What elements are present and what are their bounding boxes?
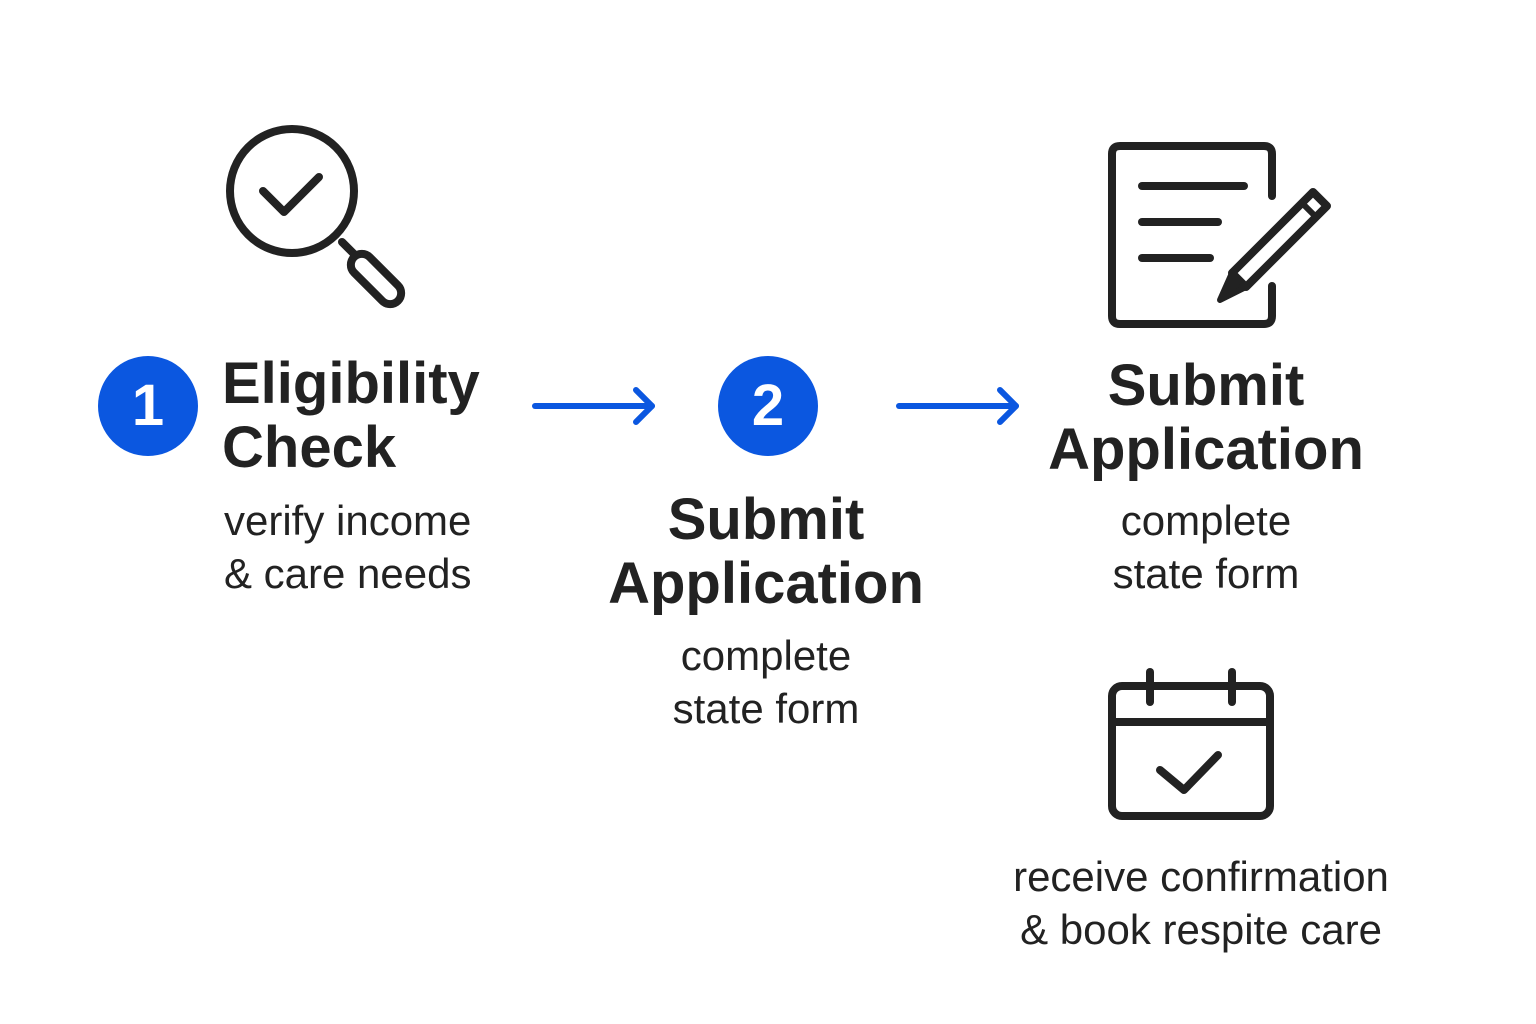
description-line: verify income [224,497,472,544]
title-line: Check [222,415,397,480]
title-line: Submit [1107,353,1305,418]
magnifier-check-icon [218,124,418,324]
step-description: verify income & care needs [224,494,472,600]
calendar-check-icon [1100,660,1290,830]
document-pencil-icon [1100,136,1340,336]
description-line: complete [680,632,852,679]
step-title: Eligibility Check [222,352,480,480]
title-line: Submit [667,487,865,552]
description-line: state form [1112,550,1300,597]
description-line: & care needs [224,550,472,597]
description-line: complete [1120,497,1292,544]
step-title: Submit Application [564,488,968,616]
description-line: & book respite care [1020,906,1382,953]
step-description: complete state form [1006,494,1406,600]
title-line: Application [608,551,924,616]
step-description: complete state form [566,629,966,735]
step-number-badge: 2 [718,356,818,456]
description-line: state form [672,685,860,732]
title-line: Eligibility [222,351,480,416]
arrow-right-icon [528,384,662,428]
step-number-badge: 1 [98,356,198,456]
step-description: receive confirmation & book respite care [946,850,1456,956]
description-line: receive confirmation [1013,853,1389,900]
title-line: Application [1048,417,1364,482]
step-title: Submit Application [1004,354,1408,482]
arrow-right-icon [892,384,1026,428]
